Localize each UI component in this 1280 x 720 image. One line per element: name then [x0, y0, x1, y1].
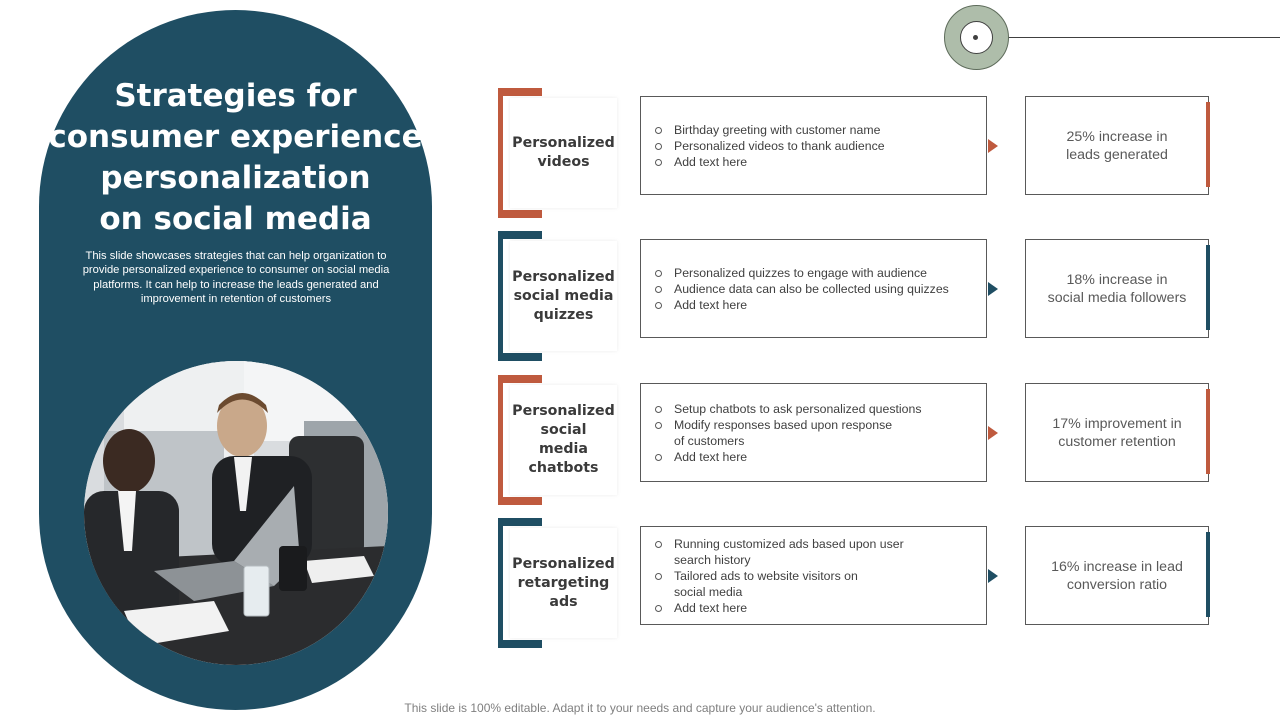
- strategy-row: Personalized social media chatbots Setup…: [0, 375, 1280, 507]
- arrow-right-icon: [988, 569, 998, 583]
- strategy-row: Personalized videos Birthday greeting wi…: [0, 88, 1280, 220]
- strategy-label: Personalized videos: [510, 98, 617, 208]
- detail-point: Audience data can also be collected usin…: [654, 281, 974, 297]
- detail-point: Add text here: [654, 297, 974, 313]
- strategy-details: Setup chatbots to ask personalized quest…: [640, 383, 987, 482]
- strategy-label: Personalized social media quizzes: [510, 241, 617, 351]
- strategy-row: Personalized social media quizzes Person…: [0, 231, 1280, 363]
- detail-point: Modify responses based upon response of …: [654, 417, 974, 449]
- arrow-right-icon: [988, 139, 998, 153]
- slide-title: Strategies for consumer experience perso…: [48, 78, 423, 237]
- detail-point: Birthday greeting with customer name: [654, 122, 974, 138]
- row-bracket: [498, 231, 542, 361]
- strategy-stat: 25% increase in leads generated: [1025, 96, 1209, 195]
- stat-accent-bar: [1206, 389, 1210, 474]
- slide-subtitle: This slide showcases strategies that can…: [82, 250, 390, 306]
- detail-point: Setup chatbots to ask personalized quest…: [654, 401, 974, 417]
- row-bracket: [498, 88, 542, 218]
- footer-note: This slide is 100% editable. Adapt it to…: [404, 701, 876, 715]
- strategy-stat: 16% increase in lead conversion ratio: [1025, 526, 1209, 625]
- strategy-details: Personalized quizzes to engage with audi…: [640, 239, 987, 338]
- decorative-dot: [973, 35, 978, 40]
- arrow-right-icon: [988, 282, 998, 296]
- detail-point: Add text here: [654, 600, 974, 616]
- detail-point: Personalized videos to thank audience: [654, 138, 974, 154]
- stat-accent-bar: [1206, 102, 1210, 187]
- strategy-label: Personalized retargeting ads: [510, 528, 617, 638]
- detail-point: Tailored ads to website visitors on soci…: [654, 568, 974, 600]
- detail-point: Add text here: [654, 154, 974, 170]
- strategy-stat: 18% increase in social media followers: [1025, 239, 1209, 338]
- row-bracket: [498, 518, 542, 648]
- strategy-row: Personalized retargeting ads Running cus…: [0, 518, 1280, 650]
- strategy-details: Birthday greeting with customer name Per…: [640, 96, 987, 195]
- strategy-label: Personalized social media chatbots: [510, 385, 617, 495]
- arrow-right-icon: [988, 426, 998, 440]
- detail-point: Add text here: [654, 449, 974, 465]
- decorative-line: [1008, 37, 1280, 38]
- detail-point: Personalized quizzes to engage with audi…: [654, 265, 974, 281]
- detail-point: Running customized ads based upon user s…: [654, 536, 974, 568]
- strategy-details: Running customized ads based upon user s…: [640, 526, 987, 625]
- stat-accent-bar: [1206, 245, 1210, 330]
- row-bracket: [498, 375, 542, 505]
- stat-accent-bar: [1206, 532, 1210, 617]
- strategy-stat: 17% improvement in customer retention: [1025, 383, 1209, 482]
